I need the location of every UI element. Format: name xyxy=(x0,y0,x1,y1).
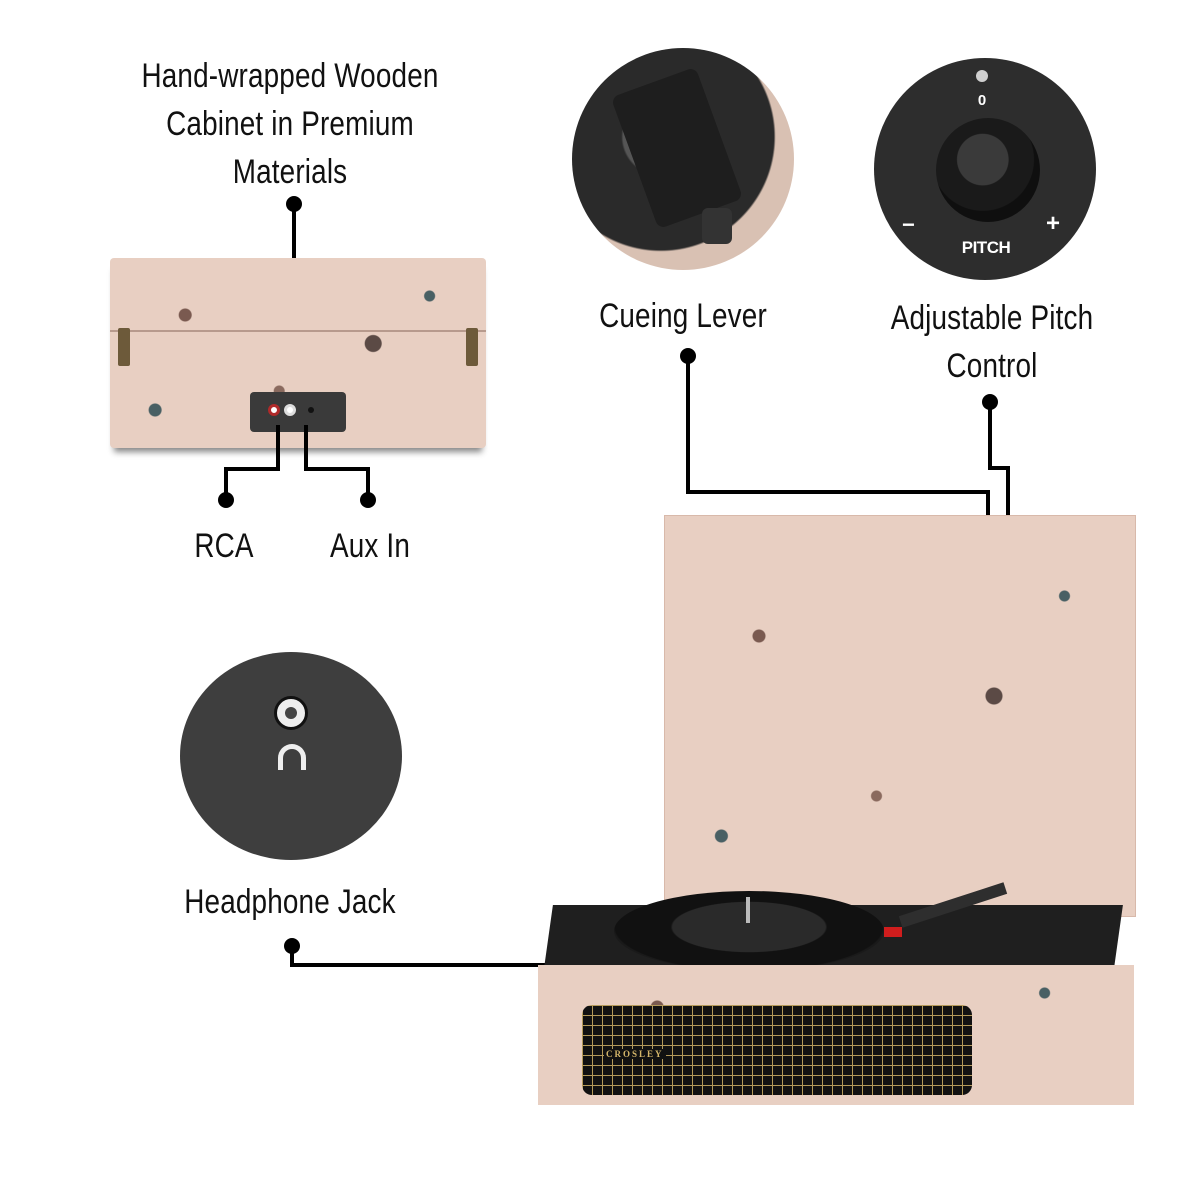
rca-red-jack xyxy=(268,404,280,416)
pitch-text: PITCH xyxy=(961,238,1011,257)
aux-leader-v2 xyxy=(366,467,370,497)
case-seam xyxy=(110,330,486,332)
rca-white-jack xyxy=(284,404,296,416)
headphone-jack-closeup xyxy=(180,652,402,860)
cueing-lever-closeup xyxy=(572,48,794,270)
headphone-icon xyxy=(278,744,306,770)
spindle xyxy=(746,897,750,923)
cabinet-label: Hand-wrapped Wooden Cabinet in Premium M… xyxy=(126,52,454,196)
aux-in-label: Aux In xyxy=(329,527,411,565)
cartridge-stylus xyxy=(884,927,902,937)
pitch-minus: − xyxy=(902,212,915,237)
aux-in-jack xyxy=(308,407,314,413)
pitch-label-line1: Adjustable Pitch xyxy=(890,299,1094,337)
closed-case-image xyxy=(110,258,486,448)
rca-leader-v2 xyxy=(224,467,228,497)
pitch-control-closeup: 0 − + PITCH xyxy=(874,58,1096,280)
pitch-leader-h xyxy=(988,466,1010,470)
rca-label: RCA xyxy=(194,527,254,565)
pitch-led xyxy=(976,70,988,82)
headphone-leader-v xyxy=(290,946,294,966)
rca-leader-h xyxy=(224,467,280,471)
pitch-zero-mark: 0 xyxy=(977,92,987,109)
brand-logo: CROSLEY xyxy=(604,1049,666,1059)
cabinet-label-line3: Materials xyxy=(232,153,348,191)
cabinet-leader-line xyxy=(292,204,296,266)
rca-leader-v1 xyxy=(276,425,280,470)
open-turntable-image: CROSLEY xyxy=(538,515,1138,1115)
pitch-leader-v1 xyxy=(988,402,992,470)
latch-left xyxy=(118,328,130,366)
aux-dot xyxy=(360,492,376,508)
pitch-knob[interactable] xyxy=(936,118,1040,222)
rear-io-panel xyxy=(250,392,346,432)
lid-interior xyxy=(664,515,1136,917)
aux-leader-v1 xyxy=(304,425,308,470)
rca-dot xyxy=(218,492,234,508)
headphone-jack-port xyxy=(274,696,308,730)
pitch-label-line2: Control xyxy=(946,347,1038,385)
latch-right xyxy=(466,328,478,366)
cueing-lever-label: Cueing Lever xyxy=(599,297,767,335)
cueing-leader-h xyxy=(686,490,988,494)
pitch-plus: + xyxy=(1046,210,1061,237)
aux-leader-h xyxy=(304,467,370,471)
cabinet-label-line1: Hand-wrapped Wooden xyxy=(141,57,439,95)
pitch-control-label: Adjustable Pitch Control xyxy=(885,294,1098,390)
cabinet-label-line2: Cabinet in Premium xyxy=(166,105,414,143)
headphone-jack-label: Headphone Jack xyxy=(184,883,396,921)
cueing-leader-v1 xyxy=(686,356,690,494)
